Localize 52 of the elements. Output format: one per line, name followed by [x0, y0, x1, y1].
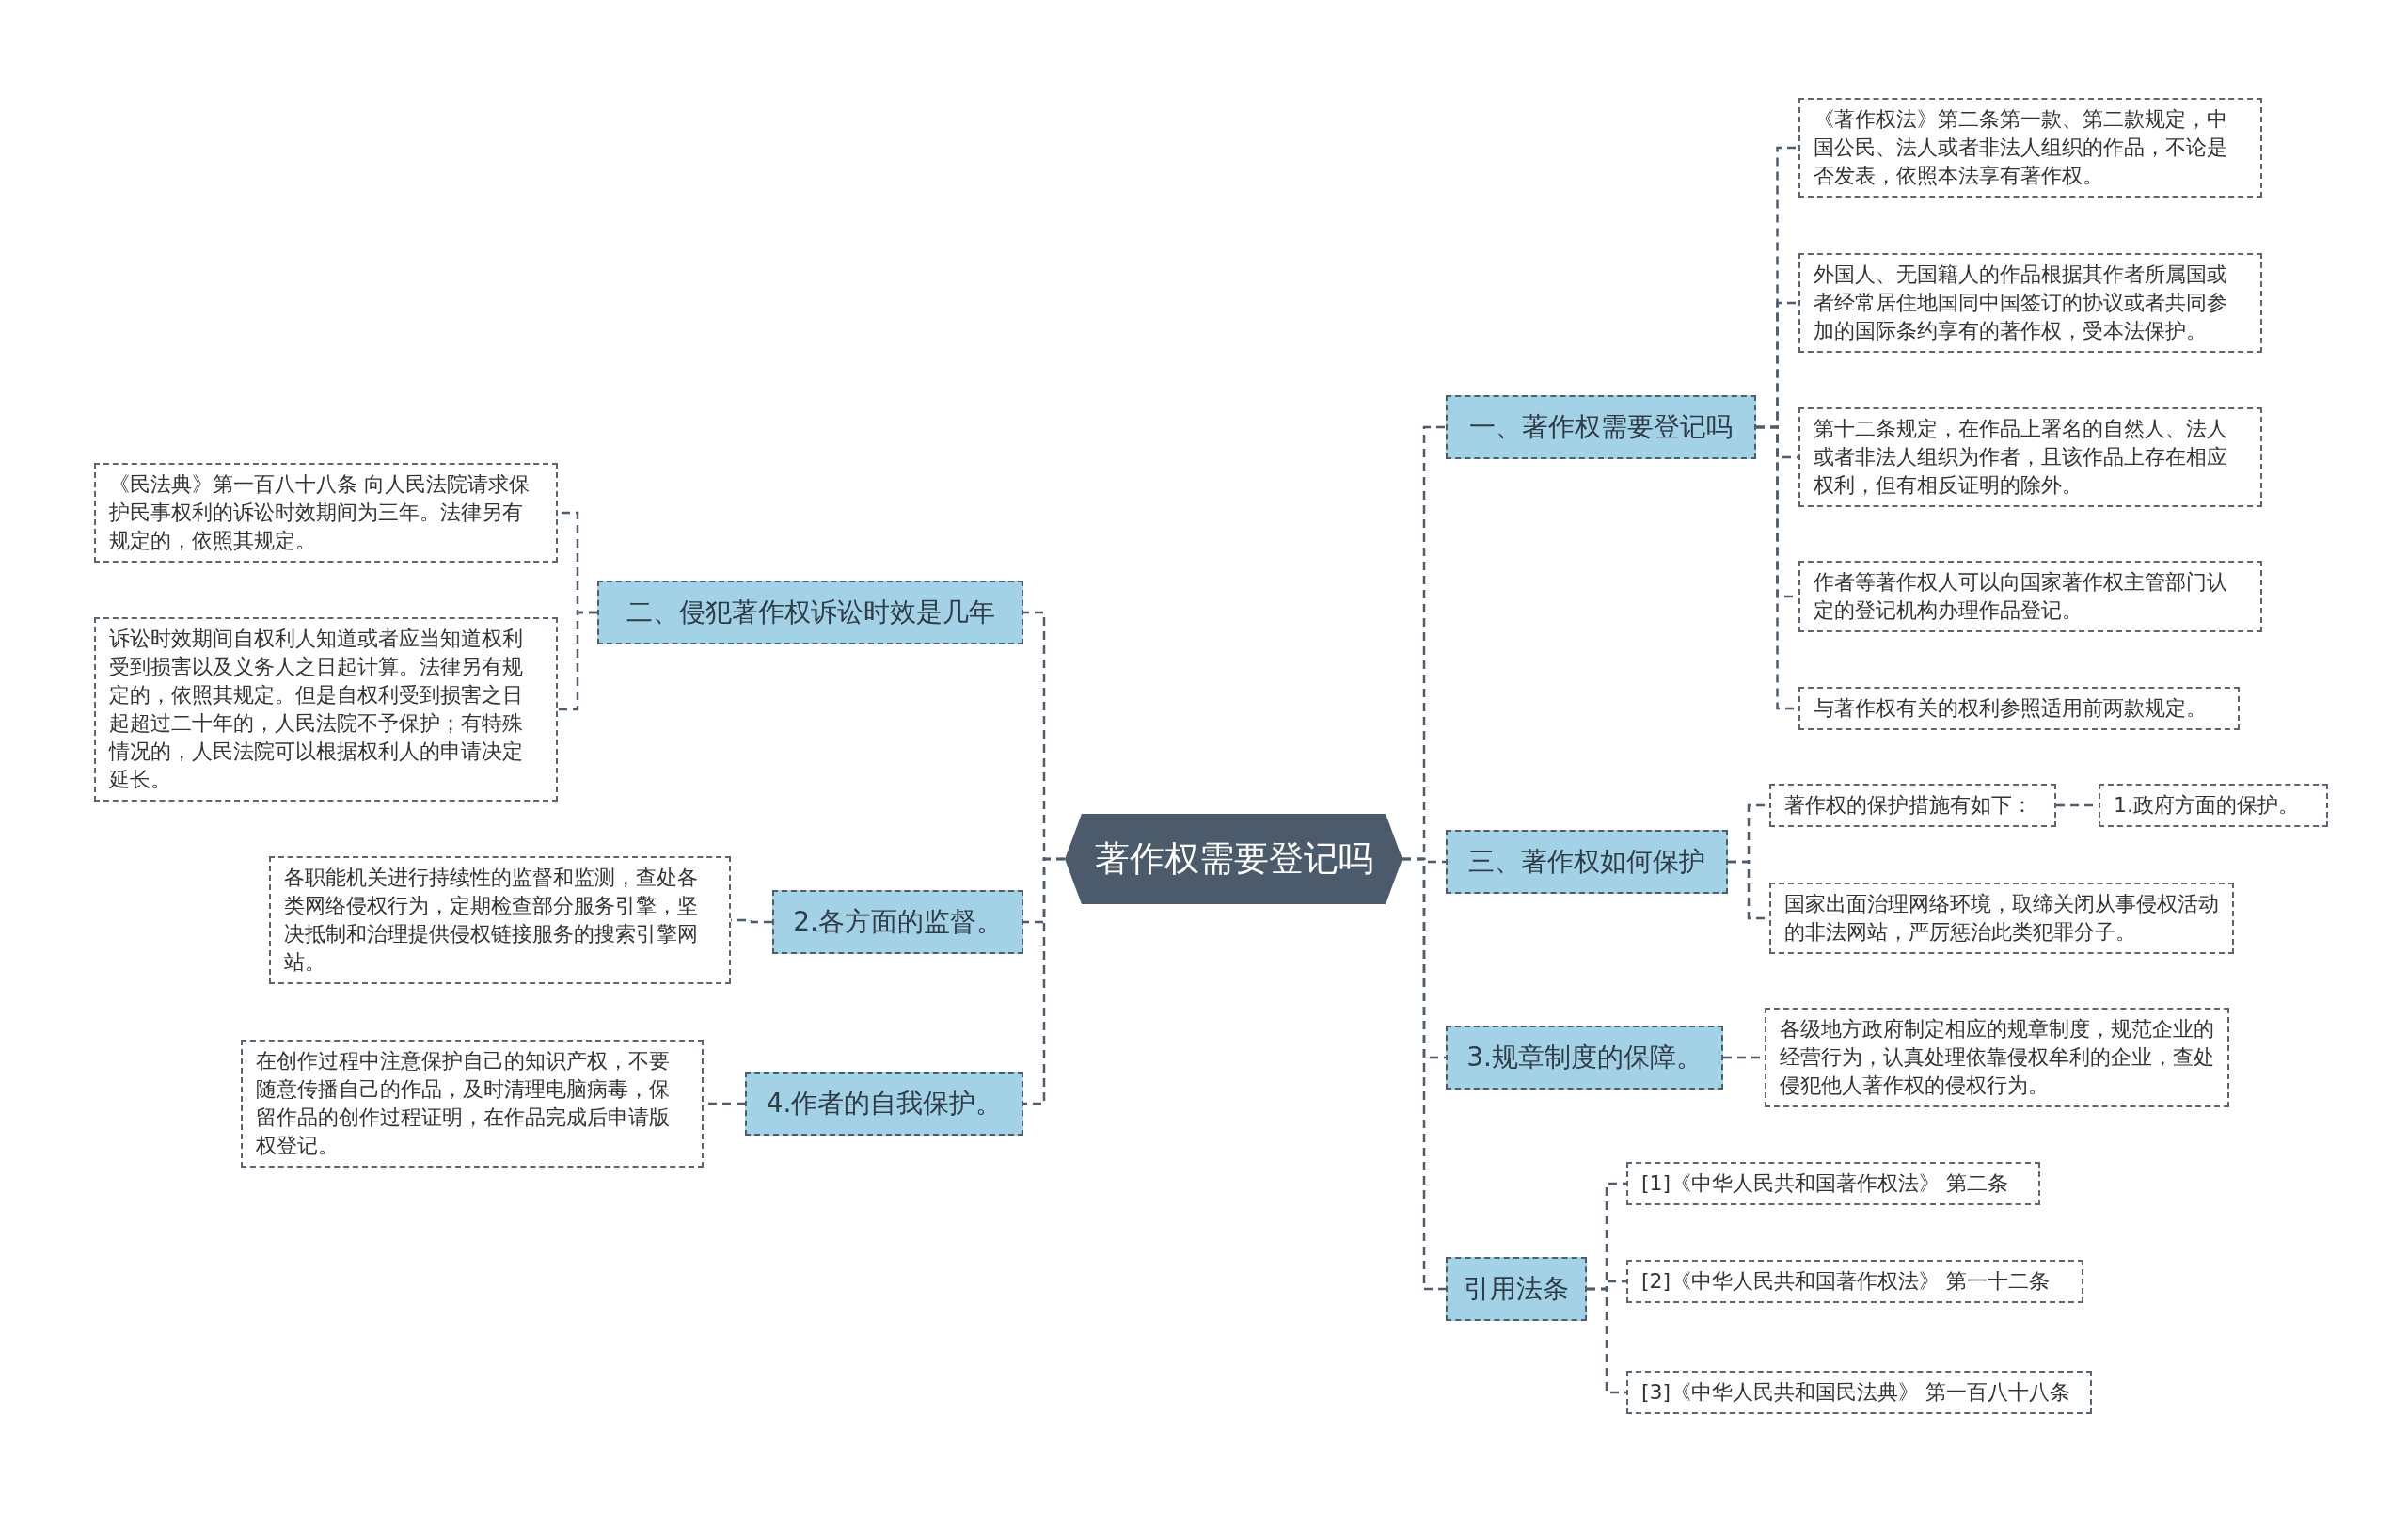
topic-label: 2.各方面的监督。: [793, 905, 1003, 939]
note-box: [1626, 1260, 2083, 1303]
topic-box: [597, 581, 1023, 644]
note-box: [241, 1040, 704, 1168]
note-box: [1798, 687, 2240, 730]
note-box: [1798, 253, 2262, 353]
connector-line: [1023, 857, 1065, 1105]
topic-label: 一、著作权需要登记吗: [1469, 410, 1733, 444]
note-box: [94, 463, 558, 563]
note-box: [1765, 1008, 2229, 1107]
note-text: 《著作权法》第二条第一款、第二款规定，中国公民、法人或者非法人组织的作品，不论是否发表，依照本法享有著作权。: [1814, 106, 2228, 189]
note-text: [3]《中华人民共和国民法典》 第一百八十八条: [1641, 1379, 2072, 1406]
topic-label: 引用法条: [1464, 1272, 1569, 1306]
note-text: 与著作权有关的权利参照适用前两款规定。: [1814, 695, 2208, 722]
topic-box: [1446, 830, 1728, 894]
note-text: 诉讼时效期间自权利人知道或者应当知道权利受到损害以及义务人之日起计算。法律另有规定的，依照其规定。但是自权利受到损害之日起超过二十年的，人民法院不予保护；有特殊情况的，人民法院可以根据权利人的申请决定延长。: [109, 626, 524, 793]
topic-label: 3.规章制度的保障。: [1466, 1041, 1703, 1074]
connector-line: [1587, 1287, 1626, 1394]
central-topic-hexagon: [1065, 814, 1402, 904]
note-text: 《民法典》第一百八十八条 向人民法院请求保护民事权利的诉讼时效期间为三年。法律另有规定的，依照其规定。: [109, 471, 531, 554]
topic-box: [745, 1072, 1023, 1136]
note-text: [1]《中华人民共和国著作权法》 第二条: [1641, 1170, 2010, 1197]
connector-line: [1402, 857, 1446, 1291]
note-box: [2099, 784, 2328, 827]
note-box: [1769, 883, 2234, 954]
central-topic-title: 著作权需要登记吗: [1094, 837, 1373, 881]
topic-box: [1446, 1257, 1587, 1321]
topic-label: 二、侵犯著作权诉讼时效是几年: [626, 596, 995, 629]
note-text: 第十二条规定，在作品上署名的自然人、法人或者非法人组织为作者，且该作品上存在相应权利，但有相反证明的除外。: [1814, 416, 2228, 499]
topic-box: [1446, 395, 1756, 459]
note-text: 各职能机关进行持续性的监督和监测，查处各类网络侵权行为，定期检查部分服务引擎，坚决抵制和治理提供侵权链接服务的搜索引擎网站。: [284, 865, 699, 976]
note-text: 作者等著作权人可以向国家著作权主管部门认定的登记机构办理作品登记。: [1814, 569, 2228, 624]
note-text: 著作权的保护措施有如下：: [1784, 792, 2034, 819]
topic-label: 三、著作权如何保护: [1468, 845, 1705, 879]
note-box: [1626, 1162, 2040, 1205]
note-text: 各级地方政府制定相应的规章制度，规范企业的经营行为，认真处理依靠侵权牟利的企业，查处侵犯他人著作权的侵权行为。: [1780, 1016, 2214, 1099]
topic-box: [772, 890, 1023, 954]
topic-box: [1446, 1026, 1723, 1090]
connector-line: [558, 611, 597, 711]
note-text: [2]《中华人民共和国著作权法》 第一十二条: [1641, 1268, 2052, 1295]
note-box: [94, 617, 558, 802]
note-text: 1.政府方面的保护。: [2114, 792, 2300, 819]
note-text: 国家出面治理网络环境，取缔关闭从事侵权活动的非法网站，严厉惩治此类犯罪分子。: [1784, 891, 2219, 946]
note-box: [1798, 98, 2262, 198]
note-box: [1769, 784, 2056, 827]
note-text: 外国人、无国籍人的作品根据其作者所属国或者经常居住地国同中国签订的协议或者共同参加的国际条约享有的著作权，受本法保护。: [1814, 262, 2228, 344]
note-box: [1626, 1371, 2092, 1414]
note-box: [1798, 561, 2262, 632]
note-box: [269, 856, 731, 984]
note-box: [1798, 407, 2262, 507]
topic-label: 4.作者的自我保护。: [766, 1087, 1003, 1121]
note-text: 在创作过程中注意保护自己的知识产权，不要随意传播自己的作品，及时清理电脑病毒，保留作品的创作过程证明，在作品完成后申请版权登记。: [256, 1048, 671, 1159]
